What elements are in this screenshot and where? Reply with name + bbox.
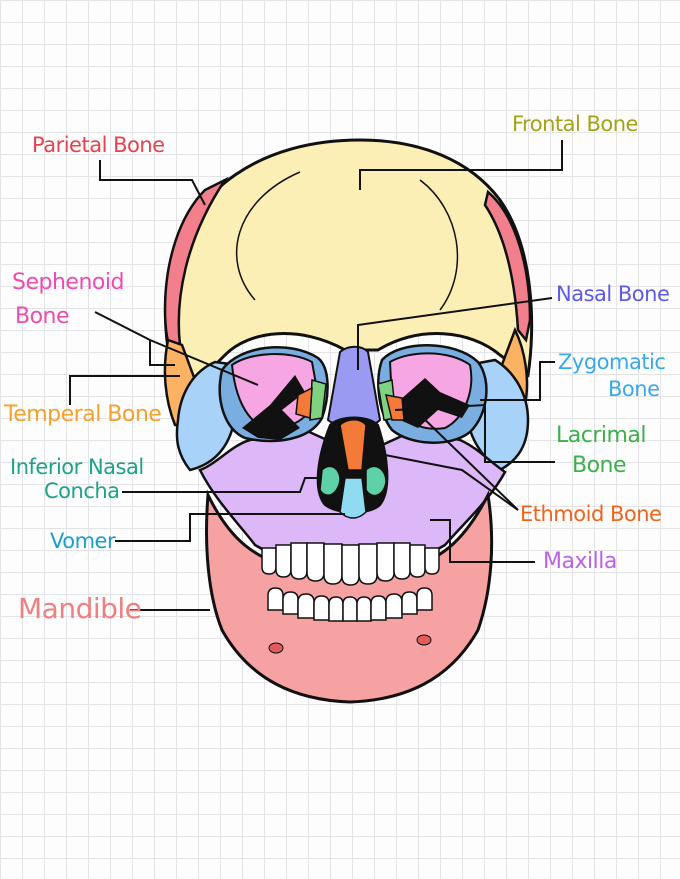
- tooth: [342, 596, 358, 622]
- tooth: [306, 542, 325, 582]
- label-ethmoid-bone: Ethmoid Bone: [520, 502, 662, 526]
- orbital-fissure-left: [242, 375, 305, 440]
- tooth: [401, 591, 418, 615]
- orbital-fissure-right: [400, 378, 470, 428]
- tooth: [267, 587, 284, 611]
- label-zygomatic-bone-line1: Zygomatic: [558, 350, 666, 374]
- tooth: [261, 547, 277, 575]
- label-temporal-bone: Temperal Bone: [4, 402, 162, 427]
- tooth: [376, 542, 395, 582]
- label-zygomatic-bone-line2: Bone: [608, 377, 660, 401]
- frontal-contour: [419, 179, 459, 311]
- label-parietal-bone: Parietal Bone: [32, 133, 165, 157]
- tooth: [282, 591, 299, 615]
- mental-foramen-left: [268, 642, 284, 654]
- tooth: [358, 543, 378, 585]
- label-vomer: Vomer: [50, 529, 116, 553]
- label-mandible: Mandible: [18, 592, 142, 625]
- teeth: [261, 542, 440, 622]
- tooth: [323, 543, 343, 585]
- tooth: [370, 595, 387, 621]
- label-sphenoid-bone-line1: Sephenoid: [12, 270, 124, 295]
- inferior-nasal-concha-right: [365, 465, 387, 497]
- leader-lines: [69, 140, 563, 611]
- tooth: [290, 542, 308, 580]
- nasal-bone: [326, 345, 382, 429]
- tooth: [393, 542, 411, 580]
- vomer-bone: [339, 477, 367, 519]
- label-lacrimal-bone-line1: Lacrimal: [556, 423, 647, 448]
- tooth: [385, 593, 403, 619]
- ethmoid-orbit-left: [295, 386, 313, 419]
- inferior-nasal-concha-left: [319, 465, 341, 496]
- label-inferior-nasal-concha-line2: Concha: [44, 479, 120, 503]
- tooth: [409, 544, 426, 578]
- label-sphenoid-bone-line2: Bone: [15, 304, 70, 329]
- tooth: [341, 544, 360, 586]
- tooth: [275, 544, 292, 578]
- tooth: [313, 595, 330, 621]
- label-frontal-bone: Frontal Bone: [512, 112, 638, 136]
- tooth: [297, 593, 315, 619]
- tooth: [424, 547, 440, 575]
- label-nasal-bone: Nasal Bone: [556, 282, 670, 306]
- tooth: [356, 596, 372, 622]
- frontal-contour: [235, 171, 301, 301]
- label-maxilla: Maxilla: [543, 549, 617, 574]
- label-lacrimal-bone-line2: Bone: [572, 453, 627, 478]
- ethmoid-orbit-right: [385, 394, 405, 421]
- tooth: [416, 587, 433, 611]
- tooth: [328, 596, 344, 622]
- ethmoid-bone-nasal: [339, 419, 367, 471]
- label-inferior-nasal-concha-line1: Inferior Nasal: [10, 455, 144, 479]
- mental-foramen-right: [416, 634, 432, 646]
